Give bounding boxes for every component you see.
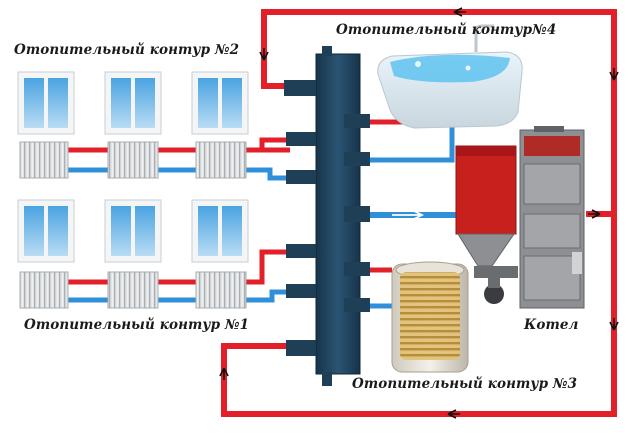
flow-arrow-icon — [609, 318, 619, 331]
circuit1-pipes — [68, 249, 290, 303]
distribution-manifold-icon — [284, 46, 370, 386]
label-circuit-3: Отопительный контур №3 — [352, 376, 578, 392]
label-boiler: Котел — [524, 317, 579, 333]
window-icon — [17, 71, 75, 135]
window-icon — [191, 71, 249, 135]
pellet-hopper-icon — [455, 145, 518, 304]
radiator-icon — [195, 141, 247, 179]
flow-arrow-icon — [259, 48, 269, 61]
bathtub-icon — [377, 24, 523, 129]
radiator-icon — [19, 271, 69, 309]
radiator-icon — [19, 141, 69, 179]
window-icon — [104, 71, 162, 135]
radiators — [19, 141, 247, 309]
label-circuit-2: Отопительный контур №2 — [14, 42, 240, 58]
radiator-icon — [107, 271, 159, 309]
windows-row-bottom — [17, 199, 249, 263]
boiler-icon — [519, 126, 585, 309]
window-icon — [17, 199, 75, 263]
windows-row-top — [17, 71, 249, 135]
flow-arrow-icon — [588, 209, 601, 219]
water-heater-tank-icon — [391, 261, 469, 373]
flow-arrow-icon — [609, 68, 619, 81]
label-circuit-4: Отопительный контур№4 — [336, 22, 557, 38]
flow-arrows — [219, 7, 619, 419]
radiator-icon — [107, 141, 159, 179]
flow-arrow-icon — [447, 409, 460, 419]
boiler-return-pipe — [362, 210, 456, 220]
window-icon — [191, 199, 249, 263]
flow-arrow-icon — [453, 7, 466, 17]
radiator-icon — [195, 271, 247, 309]
circuit2-pipes — [68, 137, 290, 181]
flow-arrow-icon — [219, 367, 229, 380]
main-supply-loop — [221, 9, 617, 417]
label-circuit-1: Отопительный контур №1 — [24, 317, 250, 333]
flow-arrow-icon — [392, 210, 425, 220]
window-icon — [104, 199, 162, 263]
